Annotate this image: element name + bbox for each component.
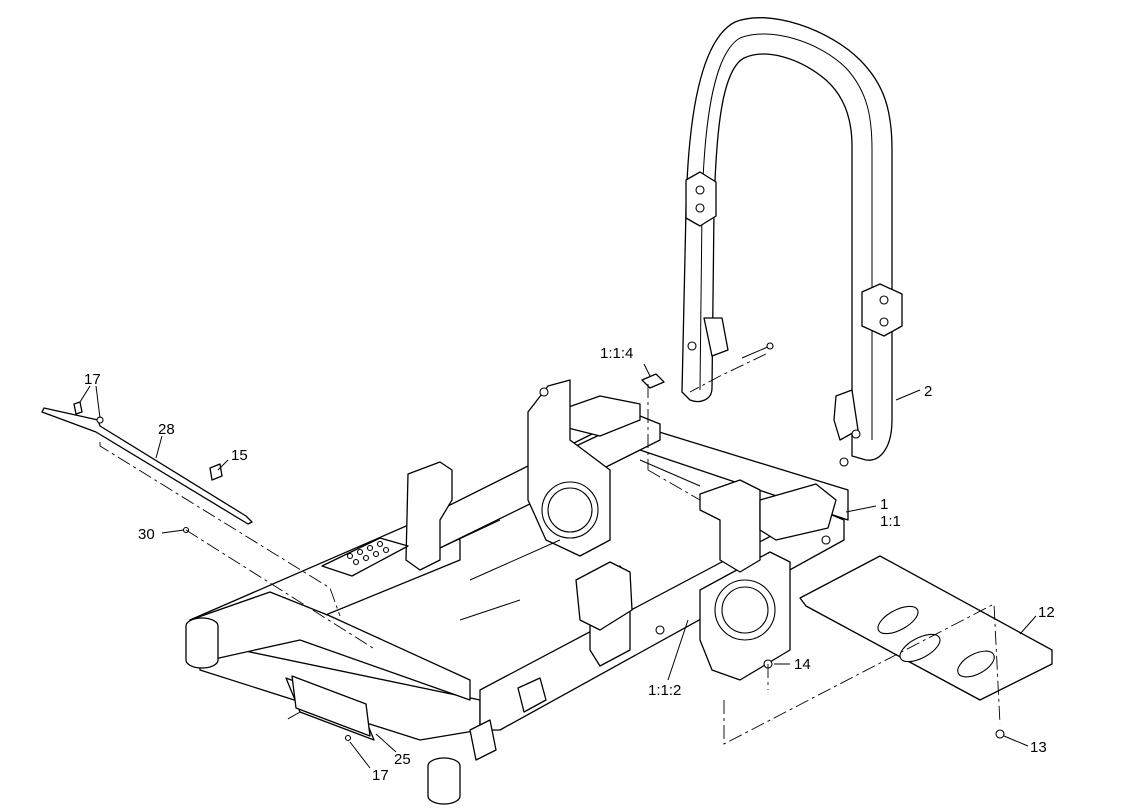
frame-nut <box>655 625 665 635</box>
skid-plate-slot <box>899 633 941 663</box>
frame-left-motor-port-inner <box>547 487 593 533</box>
main-frame <box>185 379 849 805</box>
bracket-bolt <box>879 295 889 305</box>
skid-plate-body <box>799 555 1053 701</box>
callout-12: 12 <box>1038 604 1055 621</box>
roll-bar-bolt-head <box>766 342 774 350</box>
frame-center-pivot-bracket <box>575 561 633 631</box>
bracket-25 <box>291 675 371 737</box>
callout-17-top: 17 <box>84 371 101 388</box>
callout-1-1-4: 1:1:4 <box>600 345 633 362</box>
callout-13: 13 <box>1030 739 1047 756</box>
callout-17-bottom: 17 <box>372 767 389 784</box>
skid-plate-slot <box>957 650 995 678</box>
assembly-center-lines <box>99 353 1001 745</box>
fastener-13 <box>995 729 1005 739</box>
skid-plate-slot <box>877 605 919 635</box>
roll-bar-assembly <box>681 17 903 467</box>
frame-left-pivot-bracket <box>405 461 453 571</box>
roll-bar-nut <box>851 429 861 439</box>
callout-labels: 17 28 15 30 1:1:4 2 1 1:1 1:1:2 12 14 13… <box>84 345 1055 784</box>
skid-plate <box>799 555 1053 701</box>
frame-right-upper-bracket <box>699 479 761 573</box>
bracket-bolt <box>879 317 889 327</box>
callout-1-1-2: 1:1:2 <box>648 682 681 699</box>
callout-1-1: 1:1 <box>880 513 901 530</box>
strap-assembly <box>41 401 1005 742</box>
roll-bar-left-mount-plate <box>703 317 729 357</box>
frame-front-bumper <box>189 591 471 701</box>
decal-1-1-4 <box>641 373 665 389</box>
roll-bar-upper-right-bracket <box>861 283 903 337</box>
roll-bar-nut <box>839 457 849 467</box>
leader-lines <box>79 363 1037 769</box>
frame-nut <box>821 535 831 545</box>
callout-1: 1 <box>880 496 888 513</box>
frame-right-motor-port-inner <box>721 586 769 634</box>
fastener-17-bottom <box>344 734 352 742</box>
fastener-17-top-a <box>73 401 83 415</box>
bracket-bolt <box>695 185 705 195</box>
callout-15: 15 <box>231 447 248 464</box>
left-caster-tube <box>185 626 219 669</box>
bracket-bolt <box>695 203 705 213</box>
roll-bar-upper-left-bracket <box>685 171 717 227</box>
roll-bar-nut <box>687 341 697 351</box>
frame-nut <box>539 387 549 397</box>
callout-28: 28 <box>158 421 175 438</box>
callout-14: 14 <box>794 656 811 673</box>
right-caster-tube <box>427 766 461 805</box>
callout-2: 2 <box>924 383 932 400</box>
roll-bar-bolt <box>741 345 771 359</box>
frame-detail-line <box>439 459 701 621</box>
roll-bar-tube-outer <box>681 17 893 461</box>
foot-plate-holes <box>346 540 390 566</box>
frame-mid-bracket <box>517 677 547 713</box>
spacer-15 <box>209 463 223 481</box>
roll-bar-tube-inner-line <box>699 33 873 440</box>
callout-30: 30 <box>138 526 155 543</box>
roll-bar-right-mount-plate <box>833 389 859 441</box>
skid-plate-lip <box>805 605 981 701</box>
frame-right-side-plate <box>759 483 837 541</box>
callout-25: 25 <box>394 751 411 768</box>
frame-lower-mount <box>469 719 497 761</box>
